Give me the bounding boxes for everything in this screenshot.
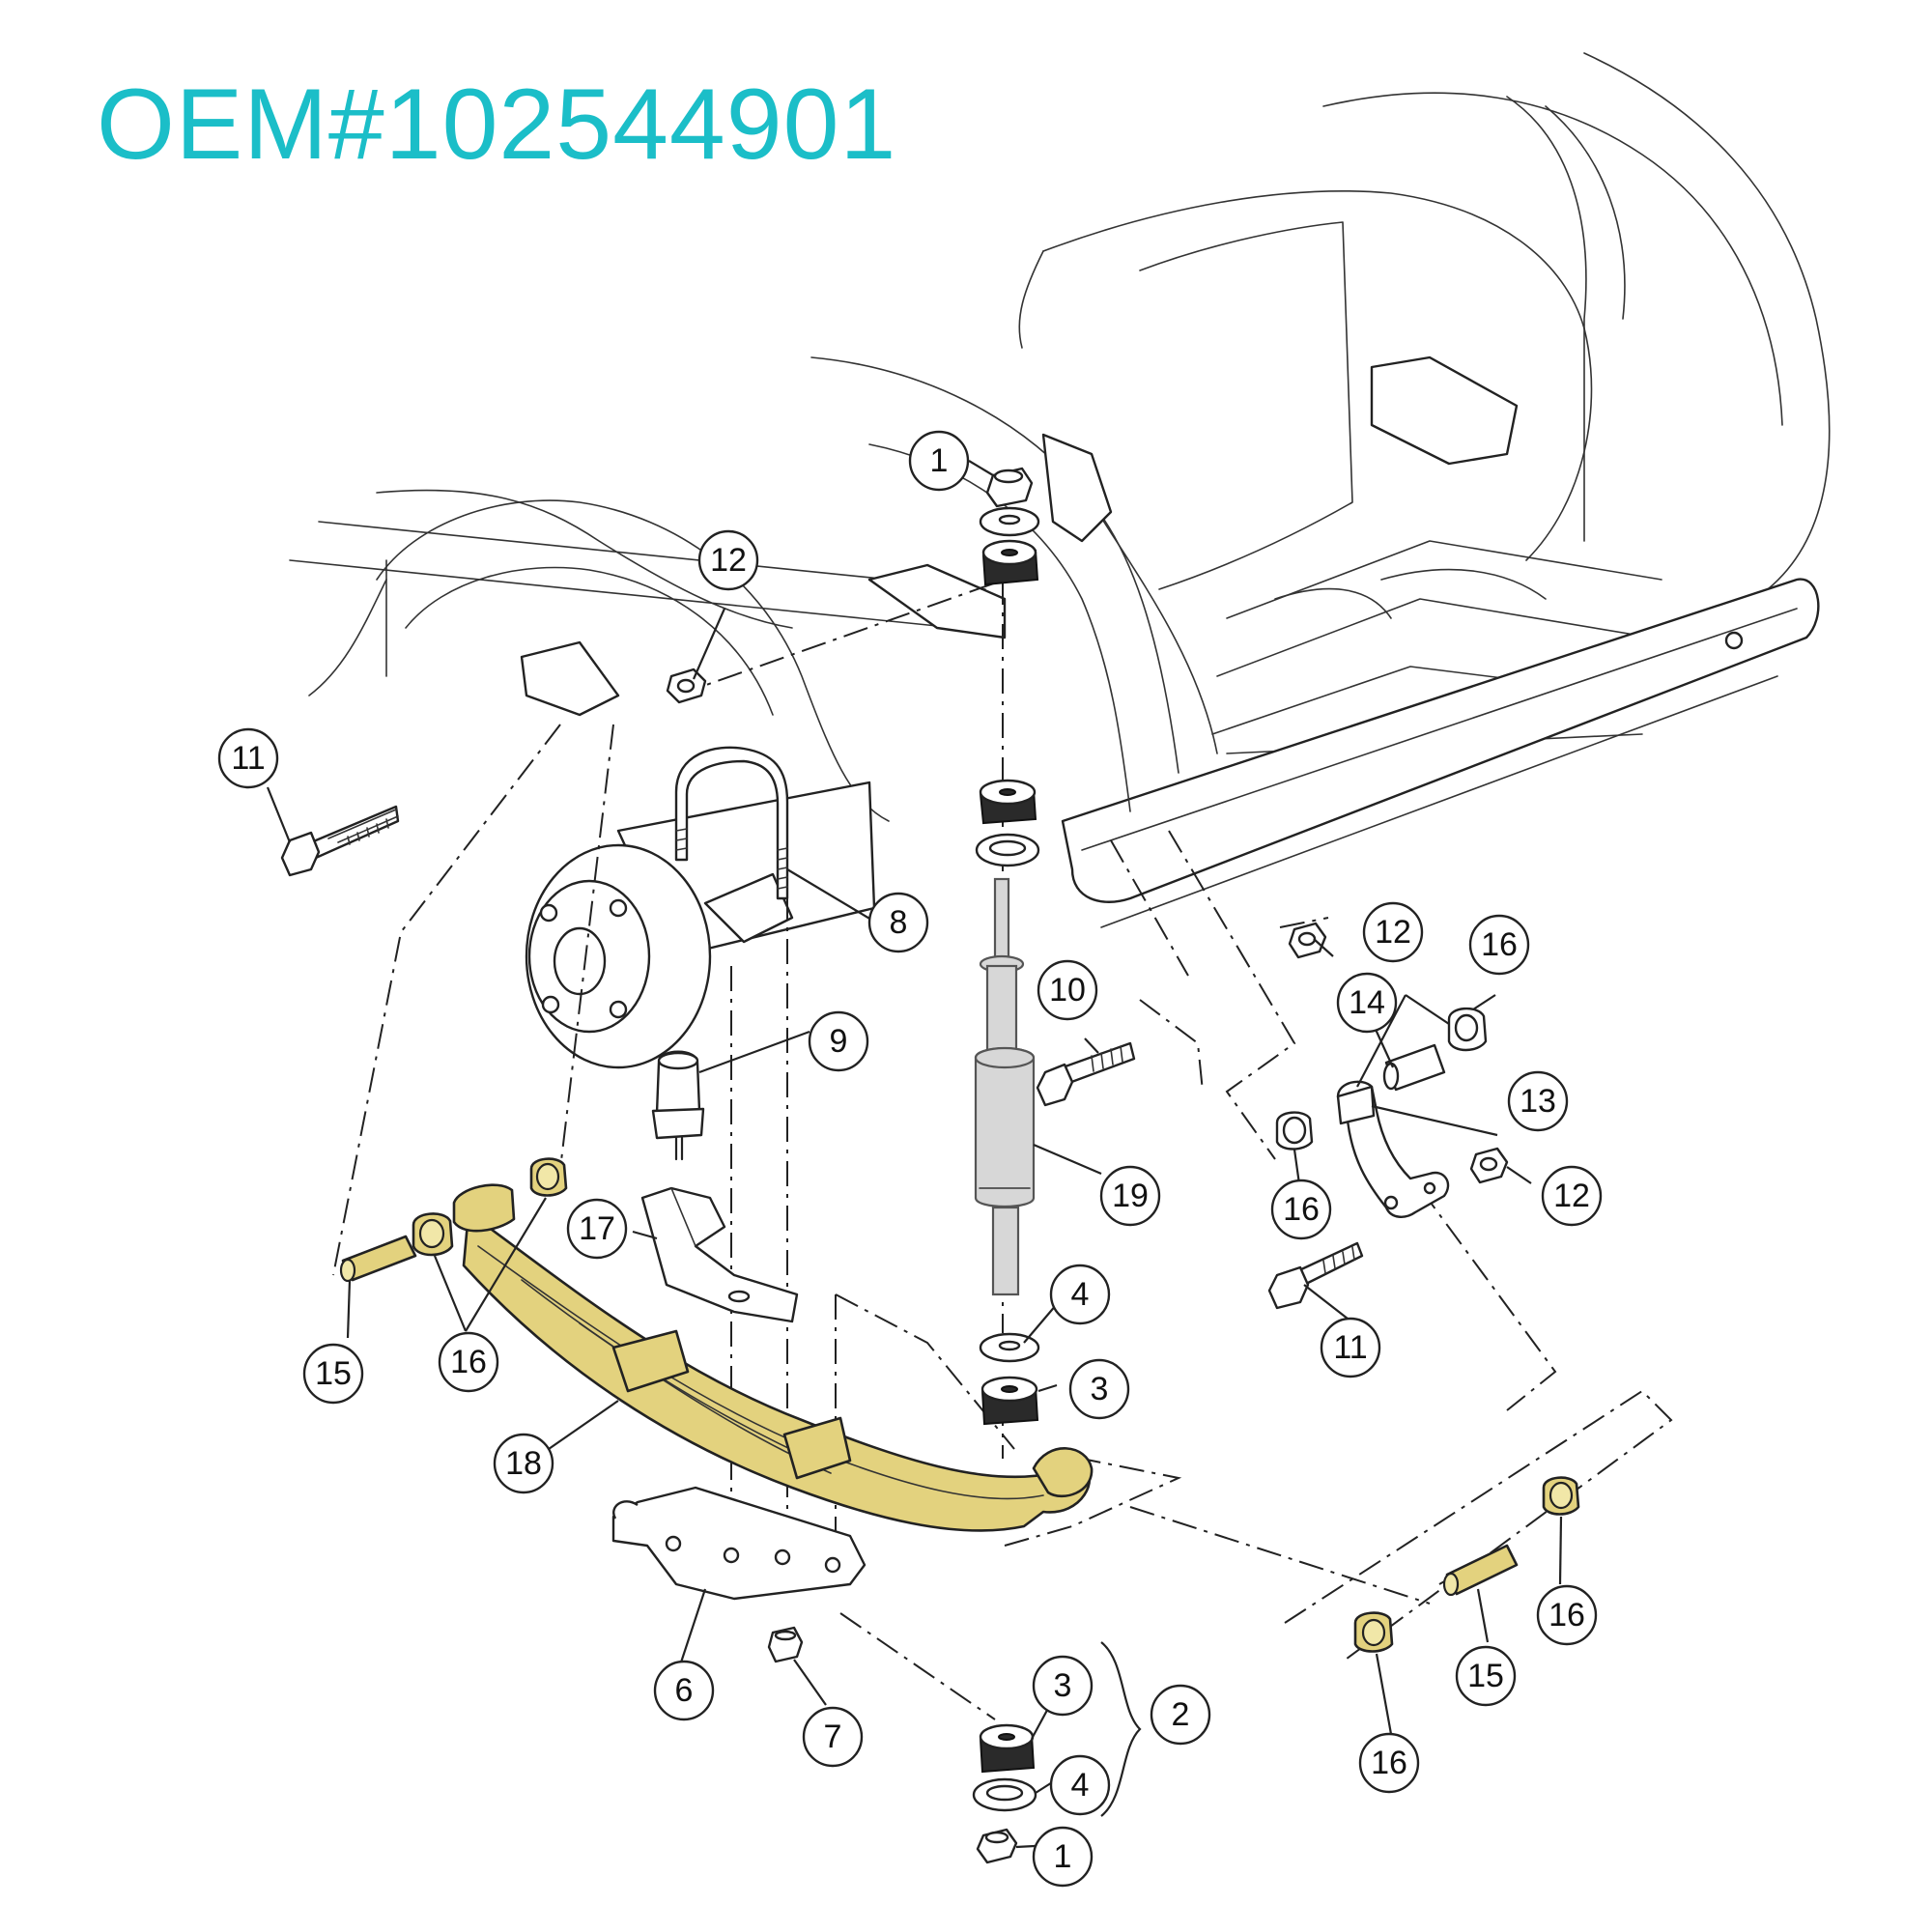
callout-14: 14 [1336, 972, 1398, 1034]
svg-text:16: 16 [450, 1344, 487, 1380]
callout-1-bottom: 1 [1032, 1826, 1094, 1888]
part-13-shackle [1336, 1080, 1450, 1218]
part-19-shock-absorber [974, 877, 1036, 1296]
part-12-nut-right-upper [1288, 922, 1327, 959]
callout-16-right-upper: 16 [1468, 914, 1530, 976]
callout-7: 7 [802, 1706, 864, 1768]
part-4-washer-shock [979, 1332, 1040, 1363]
callout-4-shock: 4 [1049, 1264, 1111, 1325]
callout-12-right-lower: 12 [1541, 1165, 1603, 1227]
svg-text:15: 15 [1467, 1658, 1504, 1694]
part-16-bushing-right-mid [1275, 1111, 1314, 1151]
callout-12-upper-left: 12 [697, 529, 759, 591]
callout-8: 8 [867, 892, 929, 953]
svg-text:12: 12 [710, 542, 747, 579]
part-9-bump-stop [651, 1050, 705, 1161]
svg-text:16: 16 [1548, 1597, 1585, 1634]
callout-1-top: 1 [908, 430, 970, 492]
svg-text:17: 17 [579, 1210, 615, 1247]
part-3-bushing-bottom [979, 1723, 1036, 1774]
callout-13: 13 [1507, 1070, 1569, 1132]
callout-15-left: 15 [302, 1343, 364, 1405]
part-4-washer-top [979, 506, 1040, 537]
part-11-bolt-upper-left [280, 805, 400, 877]
svg-text:7: 7 [824, 1719, 842, 1755]
callout-18: 18 [493, 1433, 554, 1494]
part-12-nut-upper-left [666, 668, 707, 704]
svg-text:6: 6 [675, 1672, 694, 1709]
oem-part-number-title: OEM#102544901 [97, 69, 897, 181]
callout-3-bottom: 3 [1032, 1655, 1094, 1717]
svg-text:3: 3 [1054, 1667, 1072, 1704]
callout-4-bottom: 4 [1049, 1754, 1111, 1816]
callout-19: 19 [1099, 1165, 1161, 1227]
part-8-u-bolt [674, 746, 789, 900]
part-15-pin-right [1442, 1544, 1519, 1597]
part-3-bushing-top [981, 539, 1039, 586]
part-18-leaf-spring [452, 1183, 1094, 1532]
part-6-spring-plate [611, 1486, 867, 1601]
svg-text:19: 19 [1112, 1178, 1149, 1214]
svg-text:14: 14 [1349, 984, 1385, 1021]
callout-11-upper-left: 11 [217, 727, 279, 789]
part-1-nut-top [985, 467, 1034, 508]
callout-16-left: 16 [438, 1331, 499, 1393]
callout-16-right-lower-a: 16 [1536, 1584, 1598, 1646]
callout-6: 6 [653, 1660, 715, 1721]
callout-3-shock: 3 [1068, 1358, 1130, 1420]
svg-text:15: 15 [315, 1355, 352, 1392]
svg-text:13: 13 [1520, 1083, 1556, 1120]
callout-2: 2 [1150, 1684, 1211, 1746]
callout-15-right: 15 [1455, 1645, 1517, 1707]
part-4-washer-bottom [972, 1777, 1037, 1812]
part-10-bolt [1036, 1041, 1136, 1107]
part-7-nut [767, 1626, 804, 1663]
part-15-pin-left [339, 1235, 417, 1283]
part-4-washer-mid [975, 833, 1040, 867]
part-16-bushing-left-a [412, 1212, 454, 1257]
part-16-bushing-left-b [529, 1157, 568, 1197]
svg-text:12: 12 [1375, 914, 1411, 951]
svg-text:12: 12 [1553, 1178, 1590, 1214]
part-3-bushing-shock [980, 1376, 1039, 1426]
callout-16-right-lower-b: 16 [1358, 1732, 1420, 1794]
svg-text:4: 4 [1071, 1767, 1090, 1804]
svg-text:11: 11 [1333, 1329, 1367, 1366]
part-11-bolt-right [1267, 1241, 1364, 1310]
svg-text:3: 3 [1091, 1371, 1109, 1407]
part-16-bushing-right-upper [1447, 1007, 1488, 1052]
svg-text:11: 11 [231, 740, 265, 777]
part-1-nut-bottom [976, 1828, 1018, 1864]
part-16-bushing-right-lower-b [1353, 1611, 1394, 1653]
svg-text:10: 10 [1049, 972, 1086, 1009]
part-16-bushing-right-lower-a [1542, 1476, 1580, 1516]
svg-text:16: 16 [1283, 1191, 1320, 1228]
callout-11-right: 11 [1320, 1317, 1381, 1378]
svg-text:8: 8 [890, 904, 908, 941]
part-14-sleeve [1382, 1043, 1446, 1092]
callout-10: 10 [1037, 959, 1098, 1021]
svg-text:1: 1 [930, 442, 949, 479]
callout-17: 17 [566, 1198, 628, 1260]
callout-12-right-upper: 12 [1362, 901, 1424, 963]
svg-text:2: 2 [1172, 1696, 1190, 1733]
callout-16-right-mid: 16 [1270, 1179, 1332, 1240]
part-12-nut-right-lower [1469, 1147, 1509, 1184]
callout-9: 9 [808, 1010, 869, 1072]
svg-text:16: 16 [1481, 926, 1518, 963]
part-3-bushing-mid [979, 779, 1037, 825]
svg-text:1: 1 [1054, 1838, 1072, 1875]
svg-text:9: 9 [830, 1023, 848, 1060]
cart-body-outline [289, 52, 1831, 928]
svg-text:4: 4 [1071, 1276, 1090, 1313]
svg-text:16: 16 [1371, 1745, 1407, 1781]
svg-text:18: 18 [505, 1445, 542, 1482]
part-17-bracket [640, 1186, 799, 1323]
